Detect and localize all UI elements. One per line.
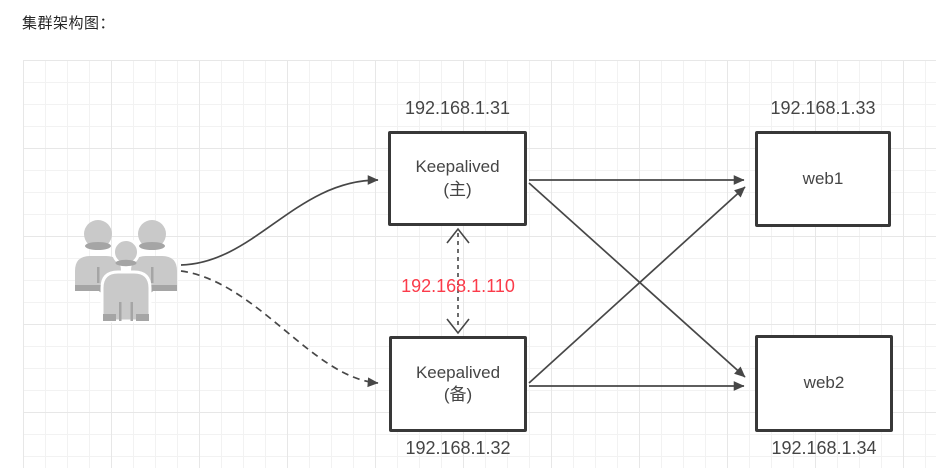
ip-label-web2: 192.168.1.34 [771, 438, 877, 458]
node-label: web1 [802, 168, 844, 188]
ip-label-keepalived-master: 192.168.1.31 [404, 98, 511, 118]
node-keepalived-backup: Keepalived (备) [389, 336, 527, 432]
node-web1: web1 [755, 131, 891, 227]
edge-users-to-master [180, 175, 379, 266]
node-label: Keepalived [415, 157, 500, 177]
node-keepalived-master: Keepalived (主) [388, 131, 527, 226]
node-label-role: (备) [443, 385, 473, 404]
vip-label: 192.168.1.110 [401, 276, 515, 296]
node-label: Keepalived [415, 362, 501, 382]
edge-users-to-backup [180, 270, 379, 388]
ip-label-keepalived-backup: 192.168.1.32 [405, 438, 511, 458]
edge-master-to-web2 [528, 182, 746, 378]
ip-label-web1: 192.168.1.33 [770, 98, 876, 118]
edge-backup-to-web1 [528, 186, 746, 384]
page-title: 集群架构图： [22, 15, 116, 32]
node-web2: web2 [755, 335, 893, 432]
users-group-icon [75, 220, 177, 323]
edge-vip-heartbeat [446, 227, 470, 335]
node-label: web2 [803, 373, 845, 393]
node-label-role: (主) [443, 179, 472, 199]
